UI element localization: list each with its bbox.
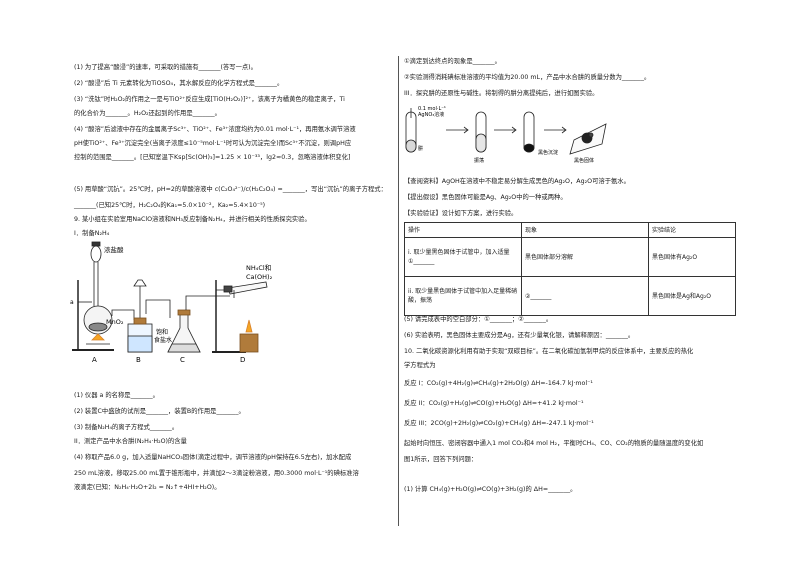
experiment-table: 操作 现象 实验结论 i. 取少量黑色固体于试管中，加入适量①_______ 黑…	[404, 222, 736, 316]
label-nh4cl: NH₄Cl和	[246, 263, 271, 272]
q-line: (5) 用草酸“沉钪”。25℃时，pH=2的草酸溶液中 c(C₂O₄²⁻)/c(…	[74, 186, 387, 193]
q-line: (3) 制备N₂H₄的离子方程式_______。	[74, 424, 179, 431]
q-line: 的化合价为_______。H₂O₂还起到的作用是_______。	[74, 110, 221, 117]
table-cell: ②_______	[521, 276, 649, 316]
label-D: D	[240, 356, 245, 364]
setup-B	[127, 279, 171, 353]
setup-D	[212, 280, 268, 353]
label-saturated: 饱和	[156, 328, 168, 336]
q-line: (2) 装置C中盛放的试剂是_______，装置B的作用是_______。	[74, 408, 245, 415]
table-cell: i. 取少量黑色固体于试管中，加入适量①_______	[404, 237, 522, 277]
q-line: (6) 实验表明，黑色固体主要成分是Ag，还有少量氧化银，请解释原因：_____…	[404, 332, 635, 339]
table-header-row: 操作 现象 实验结论	[404, 222, 736, 238]
apparatus-diagram: 浓盐酸 a MnO₂ A 饱和 食盐水 B	[70, 241, 273, 364]
q-line: 学方程式为	[404, 362, 436, 369]
section-heading: II．测定产品中水合肼(N₂H₄·H₂O)的含量	[74, 438, 187, 445]
table-header: 操作	[404, 222, 522, 238]
label-caoh2: Ca(OH)₂	[246, 273, 273, 281]
setup-C	[167, 295, 230, 353]
q-line: ①滴定到达终点的现象是_______。	[404, 58, 501, 65]
reaction-line: 反应 I：CO₂(g)+4H₂(g)⇌CH₄(g)+2H₂O(g) ΔH=-16…	[404, 380, 593, 387]
q-line: 液滴定(已知：N₂H₄·H₂O+2I₂ = N₂↑+4HI+H₂O)。	[74, 484, 221, 491]
arrow-icon	[544, 126, 567, 134]
label-A: A	[92, 356, 97, 364]
label-a: a	[70, 299, 74, 306]
experiment-figure: 0.1 mol·L⁻¹ AgNO₃溶液 肼 振荡 黑色沉淀 黑色固体	[405, 106, 607, 164]
label-concentrated-hcl: 浓盐酸	[104, 245, 124, 254]
q-line: 控制的范围是_______。[已知室温下Ksp[Sc(OH)₃]=1.25 × …	[74, 154, 351, 161]
section-heading: III．探究肼的还原性与碱性。将制得的肼分离提纯后，进行如图实验。	[404, 90, 599, 97]
q-line: _______(已知25℃时，H₂C₂O₄的Ka₁=5.0×10⁻²，Ka₂=5…	[74, 202, 266, 209]
q-line: 起始时向恒压、密闭容器中通入1 mol CO₂和4 mol H₂，平衡时CH₄、…	[404, 440, 704, 447]
table-cell: ii. 取少量黑色固体于试管中加入足量稀硝酸，振荡	[404, 276, 522, 316]
label-black-solid: 黑色固体	[574, 157, 594, 164]
table-row: i. 取少量黑色固体于试管中，加入适量①_______ 黑色固体部分溶解 黑色固…	[404, 237, 736, 277]
label-black-ppt: 黑色沉淀	[538, 149, 558, 156]
reaction-line: 反应 II：CO₂(g)+H₂(g)⇌CO(g)+H₂O(g) ΔH=+41.2…	[404, 400, 584, 407]
table-header: 实验结论	[648, 222, 736, 238]
q-line: (1) 计算 CH₄(g)+H₂O(g)⇌CO(g)+3H₂(g)的 ΔH=__…	[404, 486, 577, 493]
setup-A	[72, 241, 114, 351]
q-line: (4) 称取产品6.0 g，加入适量NaHCO₃固体(滴定过程中，调节溶液的pH…	[74, 454, 352, 461]
q-line: (2) “酸浸”后 Ti 元素转化为TiOSO₄，其水解反应的化学方程式是___…	[74, 80, 284, 87]
label-hydrazine: 肼	[418, 145, 423, 152]
table-row: ii. 取少量黑色固体于试管中加入足量稀硝酸，振荡 ②_______ 黑色固体是…	[404, 276, 736, 316]
column-divider	[398, 56, 399, 526]
arrow-icon	[494, 126, 517, 134]
table-header: 现象	[521, 222, 649, 238]
q-line: 【查阅资料】AgOH在溶液中不稳定易分解生成黑色的Ag₂O，Ag₂O可溶于氨水。	[404, 178, 630, 185]
reaction-line: 反应 III：2CO(g)+2H₂(g)⇌CO₂(g)+CH₄(g) ΔH=-2…	[404, 420, 594, 427]
q-line: 图1所示，回答下列问题：	[404, 456, 478, 463]
label-saltwater: 食盐水	[154, 336, 172, 344]
q-line: (1) 为了提高“酸浸”的速率，可采取的措施有_______(答写一点)。	[74, 64, 257, 71]
question-9-title: 9. 某小组在实验室用NaClO溶液和NH₃反应制备N₂H₄，并进行相关的性质探…	[74, 216, 311, 223]
label-agno3: AgNO₃溶液	[418, 111, 444, 118]
table-cell: 黑色固体部分溶解	[521, 237, 649, 277]
q-line: 【提出假设】黑色固体可能是Ag、Ag₂O中的一种或两种。	[404, 194, 567, 201]
q-line: 250 mL溶液，移取25.00 mL置于锥形瓶中，并滴加2～3滴淀粉溶液，用0…	[74, 470, 359, 477]
q-line: (3) “洗钛”时H₂O₂的作用之一是与TiO²⁺反应生成[TiO(H₂O₂)]…	[74, 96, 345, 103]
arrow-icon	[446, 126, 469, 134]
q-line: (5) 请完成表中的空白部分：①_______；②_______。	[404, 316, 553, 323]
label-reagent-conc: 0.1 mol·L⁻¹	[418, 106, 446, 112]
q-line: (1) 仪器 a 的名称是_______。	[74, 392, 159, 399]
q-line: 【实验验证】设计如下方案，进行实验。	[404, 210, 518, 217]
label-B: B	[136, 356, 141, 364]
question-10-title: 10. 二氧化碳资源化利用有助于实现“双碳目标”。在二氧化碳加氢制甲烷的反应体系…	[404, 348, 694, 355]
q-line: ②实验测得消耗碘标准溶液的平均值为20.00 mL，产品中水合肼的质量分数为__…	[404, 74, 651, 81]
section-heading: I．制备N₂H₄	[74, 230, 110, 237]
q-line: pH使TiO²⁺、Fe³⁺沉淀完全(当离子浓度≤10⁻⁵mol·L⁻¹时可认为沉…	[74, 140, 352, 147]
table-cell: 黑色固体有Ag₂O	[648, 237, 736, 277]
label-mno2: MnO₂	[106, 318, 124, 326]
label-C: C	[180, 356, 185, 364]
table-cell: 黑色固体是Ag和Ag₂O	[648, 276, 736, 316]
label-shake: 振荡	[474, 157, 484, 164]
q-line: (4) “酸溶”后滤液中存在的金属离子Sc³⁺、TiO²⁺、Fe³⁺浓度均约为0…	[74, 126, 356, 133]
